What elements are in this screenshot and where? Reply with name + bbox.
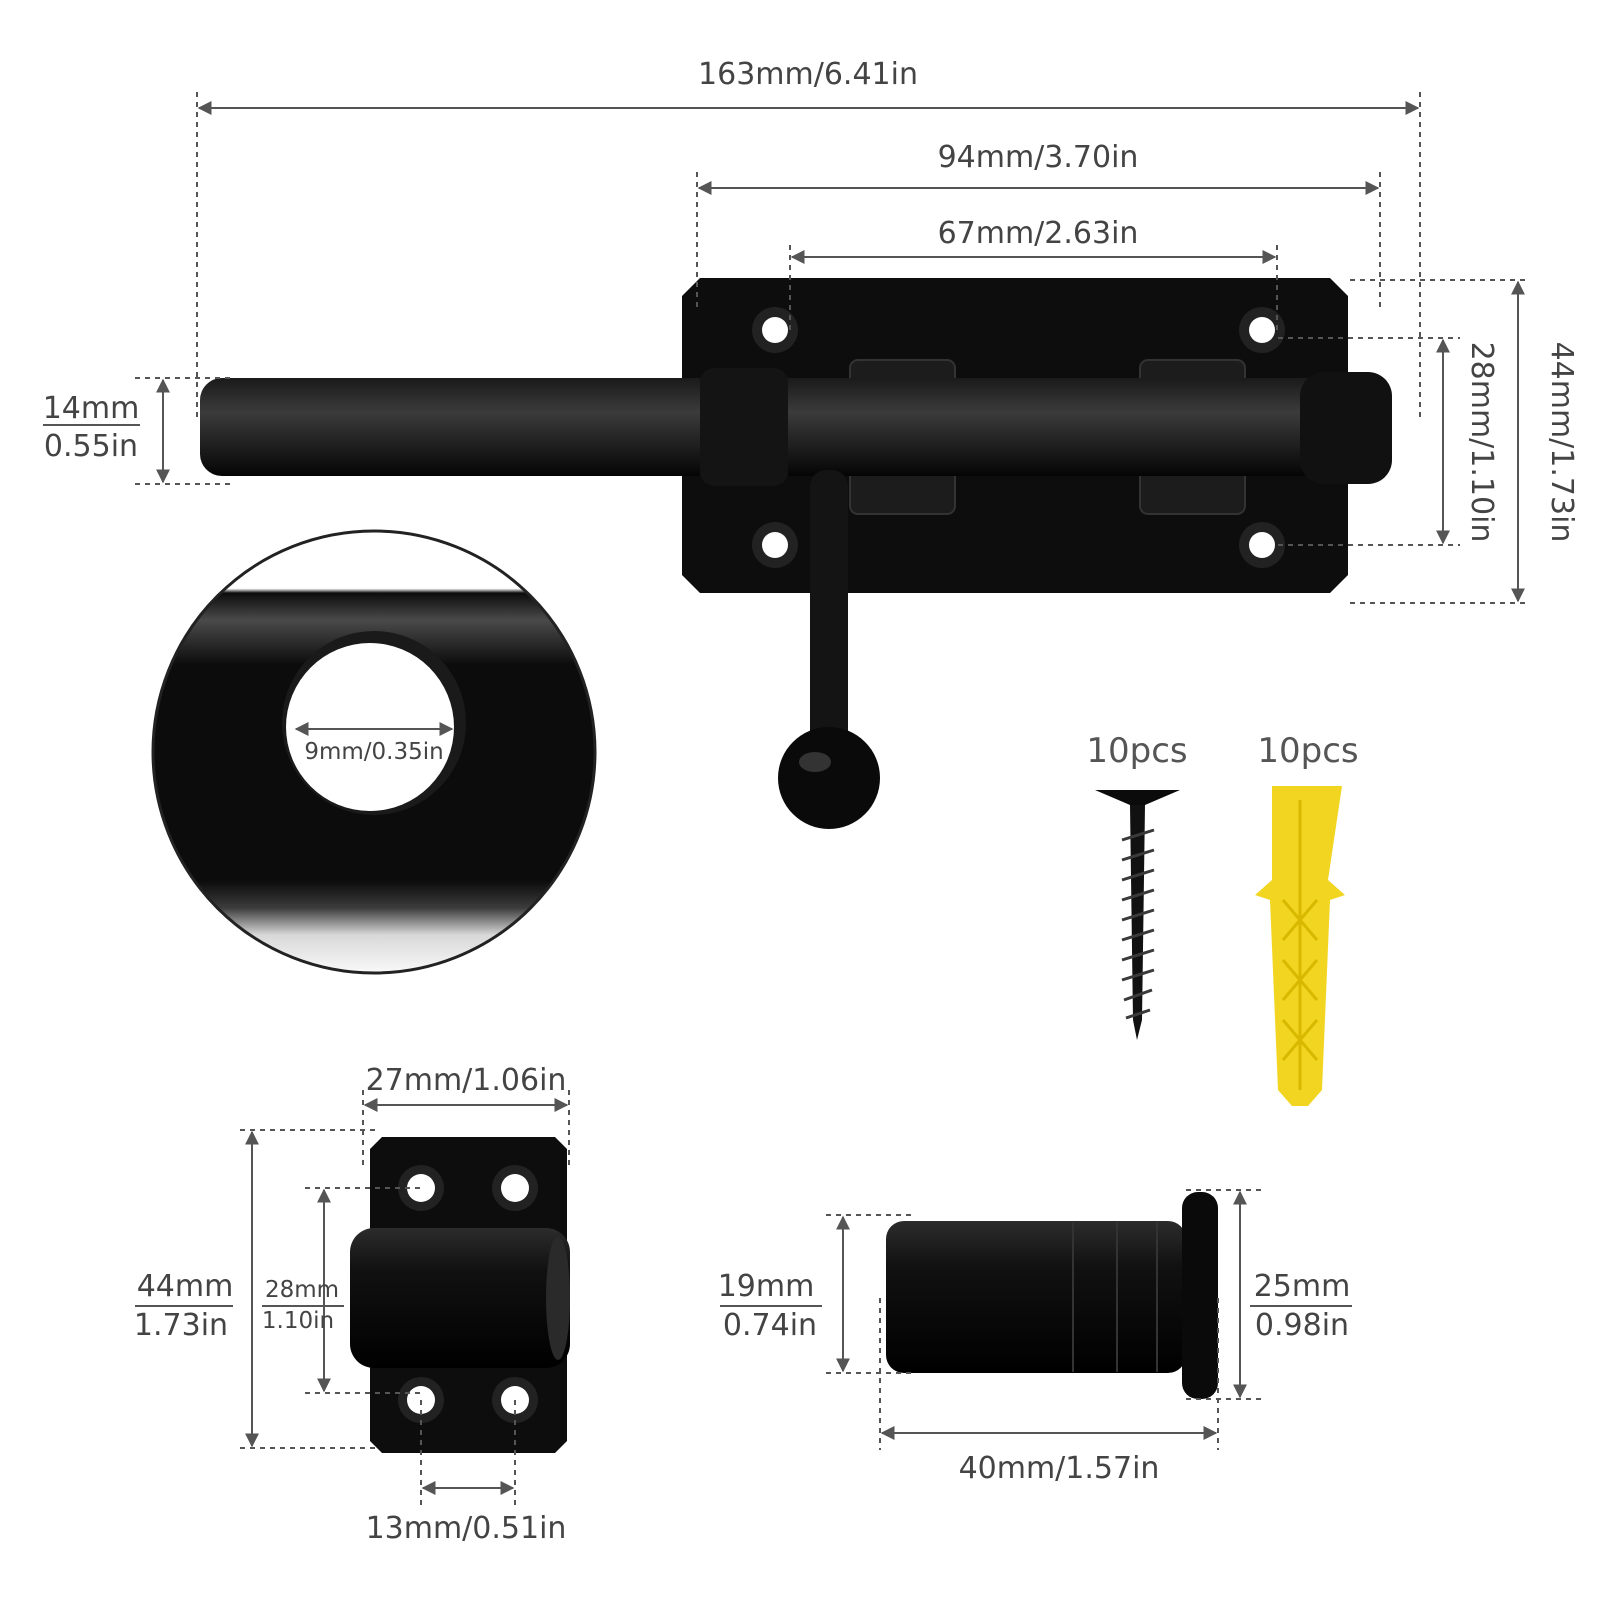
hole-spacing-label: 67mm/2.63in <box>938 216 1139 251</box>
keeper-hole-spacing-in-label: 1.10in <box>262 1308 334 1334</box>
socket-body <box>886 1221 1186 1373</box>
screw-count-label: 10pcs <box>1086 731 1187 771</box>
keeper-height-in-label: 1.73in <box>134 1308 228 1343</box>
socket-flange-mm-label: 25mm <box>1254 1269 1351 1304</box>
keeper-hole <box>398 1165 444 1211</box>
socket-length-label: 40mm/1.57in <box>959 1451 1160 1486</box>
vertical-hole-spacing-label: 28mm/1.10in <box>1464 342 1499 543</box>
plate-hole <box>752 307 798 353</box>
keeper-sleeve <box>350 1228 570 1368</box>
keeper-height-mm-label: 44mm <box>137 1269 234 1304</box>
keeper-horizontal-spacing-label: 13mm/0.51in <box>366 1511 567 1546</box>
keeper-hole-spacing-mm-label: 28mm <box>265 1277 339 1303</box>
keeper-hole <box>492 1165 538 1211</box>
bolt-handle-knob <box>778 727 880 829</box>
hole-detail-callout: 9mm/0.35in <box>151 529 597 975</box>
hole-diameter-label: 9mm/0.35in <box>304 739 443 765</box>
socket-flange <box>1182 1192 1218 1399</box>
socket-body-mm-label: 19mm <box>718 1269 815 1304</box>
floor-socket <box>886 1192 1218 1399</box>
socket-flange-in-label: 0.98in <box>1255 1308 1349 1343</box>
socket-body-in-label: 0.74in <box>723 1308 817 1343</box>
keeper-width-label: 27mm/1.06in <box>366 1063 567 1098</box>
plate-length-label: 94mm/3.70in <box>938 140 1139 175</box>
bolt-latch <box>200 278 1392 829</box>
plate-hole <box>752 522 798 568</box>
socket-dimensions <box>720 1189 1352 1450</box>
bolt-collar <box>700 368 788 486</box>
keeper-dimensions <box>135 1090 570 1505</box>
latch-dimensions <box>43 92 1530 604</box>
bolt-diameter-mm-label: 14mm <box>43 391 140 426</box>
keeper-strike <box>350 1137 570 1453</box>
plate-hole <box>1239 522 1285 568</box>
anchor-count-label: 10pcs <box>1257 731 1358 771</box>
plate-hole <box>1239 307 1285 353</box>
bolt-diameter-in-label: 0.55in <box>44 429 138 464</box>
plate-height-label: 44mm/1.73in <box>1544 342 1579 543</box>
bolt-handle-stem <box>810 470 848 760</box>
screw-icon <box>1095 790 1180 1040</box>
overall-length-label: 163mm/6.41in <box>698 57 918 92</box>
bolt-end-cap <box>1300 372 1392 484</box>
wall-anchor-icon <box>1255 786 1345 1106</box>
